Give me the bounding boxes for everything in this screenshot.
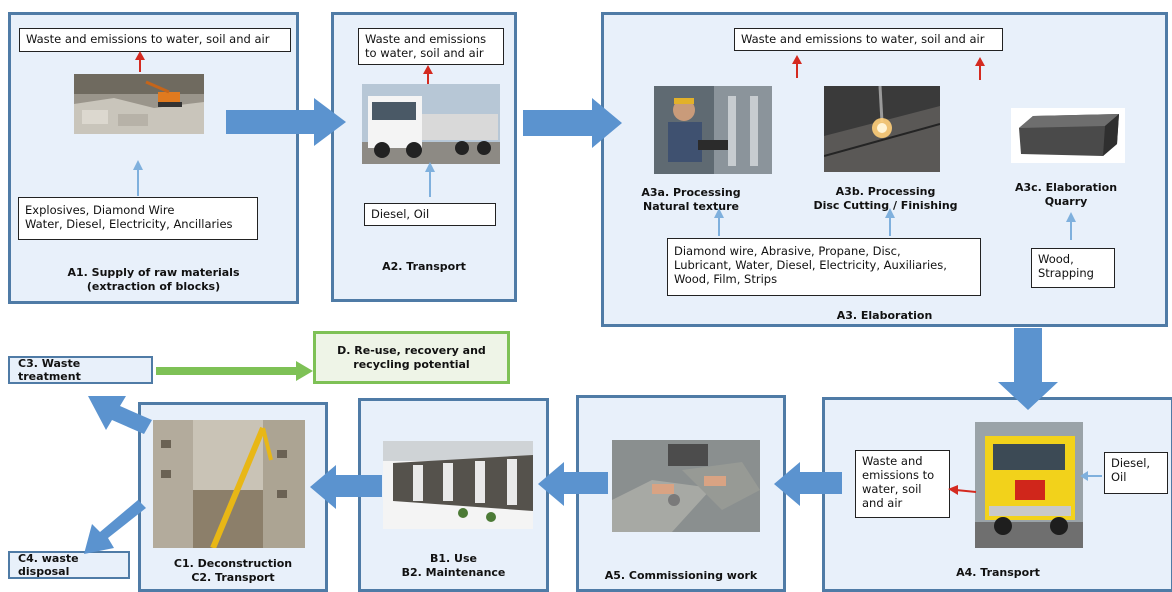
flow-arrow-c-to-c3: [88, 396, 152, 434]
flow-arrow-c-to-c4: [84, 500, 146, 554]
a3-inputs-box: Diamond wire, Abrasive, Propane, Disc, L…: [667, 238, 981, 296]
d-recovery-box: D. Re-use, recovery and recycling potent…: [313, 331, 510, 384]
paving-installation-photo: [612, 440, 760, 532]
a1-waste-box: Waste and emissions to water, soil and a…: [19, 28, 291, 52]
a3-caption: A3. Elaboration: [836, 309, 933, 322]
a2-caption: A2. Transport: [382, 260, 466, 273]
a4-caption: A4. Transport: [956, 566, 1040, 579]
output-arrow-a4: [955, 489, 977, 493]
flow-arrow-a1-to-a2: [226, 98, 346, 146]
a2-inputs-box: Diesel, Oil: [364, 203, 496, 226]
quarry-excavator-photo: [74, 74, 204, 134]
a3c-caption: A3c. Elaboration Quarry: [1014, 181, 1118, 208]
green-arrow-c3-to-d: [156, 361, 313, 381]
flow-arrow-a5-to-b: [538, 462, 608, 506]
worker-processing-photo: [654, 86, 772, 174]
a3-waste-box: Waste and emissions to water, soil and a…: [734, 28, 1003, 51]
c-caption: C1. Deconstruction C2. Transport: [173, 557, 293, 584]
demolition-crane-photo: [153, 420, 305, 548]
a5-caption: A5. Commissioning work: [604, 569, 758, 582]
a4-waste-box: Waste and emissions to water, soil and a…: [855, 450, 950, 518]
a3b-caption: A3b. Processing Disc Cutting / Finishing: [813, 185, 958, 212]
a3c-inputs-box: Wood, Strapping: [1031, 248, 1115, 288]
stone-wall-garden-photo: [383, 441, 533, 529]
b-caption: B1. Use B2. Maintenance: [401, 552, 506, 579]
c3-waste-treatment-box: C3. Waste treatment: [8, 356, 153, 384]
a2-waste-box: Waste and emissions to water, soil and a…: [358, 28, 504, 65]
disc-cutting-sparks-photo: [824, 86, 940, 172]
panel-a1-raw-materials: [8, 12, 299, 304]
truck-photo: [362, 84, 500, 164]
a3a-caption: A3a. Processing Natural texture: [641, 186, 741, 213]
c4-waste-disposal-box: C4. waste disposal: [8, 551, 130, 579]
yellow-truck-photo: [975, 422, 1083, 548]
flow-arrow-a4-to-a5: [774, 462, 842, 506]
a4-inputs-box: Diesel, Oil: [1104, 452, 1168, 494]
a1-inputs-box: Explosives, Diamond Wire Water, Diesel, …: [18, 197, 258, 240]
a1-caption: A1. Supply of raw materials (extraction …: [67, 266, 240, 293]
flow-arrow-a3-to-a4: [998, 328, 1058, 410]
stone-block-photo: [1011, 108, 1125, 163]
flow-arrow-a2-to-a3: [523, 98, 622, 148]
flow-arrow-b-to-c: [310, 465, 382, 509]
